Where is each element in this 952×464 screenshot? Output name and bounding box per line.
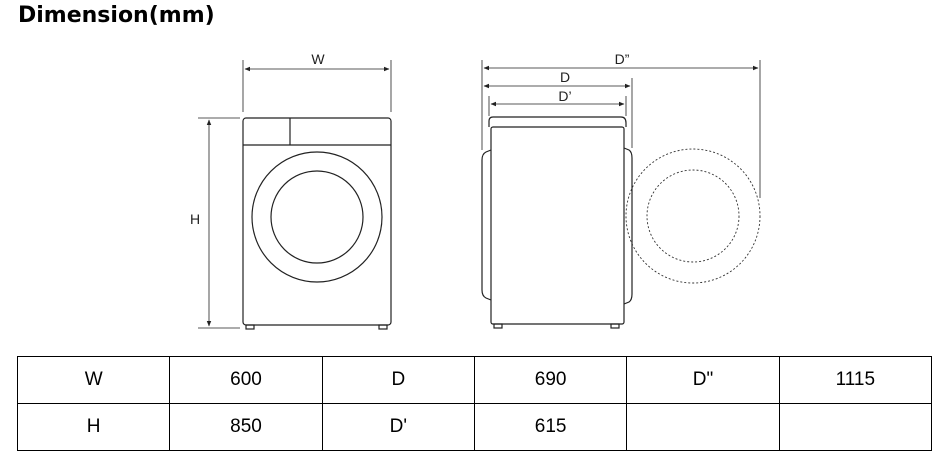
front-body [242, 117, 392, 326]
table-cell: W [16, 356, 171, 404]
side-foot-left [493, 323, 503, 329]
depth-open-dimension [481, 60, 761, 198]
depth-dimension [483, 78, 633, 148]
table-cell: 600 [169, 356, 323, 404]
table-cell: 1115 [778, 356, 933, 404]
table-cell [626, 403, 780, 451]
page-title: Dimension(mm) [18, 3, 215, 28]
dimension-table: W 600 D 690 D" 1115 H 850 D' 615 [16, 356, 933, 451]
open-door-outline [625, 148, 761, 284]
door-bulge [623, 147, 633, 305]
side-top [488, 116, 627, 127]
table-cell: D [321, 356, 475, 404]
side-view [481, 116, 633, 329]
table-cell: 690 [473, 356, 628, 404]
side-body [490, 126, 625, 325]
front-view [242, 117, 392, 330]
door-inner [270, 170, 364, 264]
table-row: W 600 D 690 D" 1115 [16, 356, 933, 404]
rear-bump [481, 149, 492, 301]
table-cell: D' [321, 403, 475, 451]
table-cell: 615 [473, 403, 628, 451]
table-cell: H [16, 403, 171, 451]
depth-body-label: D’ [558, 88, 571, 104]
table-row: H 850 D' 615 [16, 403, 933, 451]
front-foot-left [245, 324, 255, 330]
open-door-outer [625, 148, 761, 284]
front-foot-right [378, 324, 388, 330]
height-dimension [198, 117, 240, 329]
dimension-diagram: W H D” D D’ [190, 51, 761, 330]
depth-open-label: D” [615, 51, 630, 67]
table-cell: D" [626, 356, 780, 404]
table-cell [778, 403, 933, 451]
door-outer [251, 151, 383, 283]
width-label: W [311, 51, 325, 67]
height-label: H [190, 211, 200, 227]
depth-label: D [560, 69, 570, 85]
side-foot-right [610, 323, 620, 329]
width-dimension [242, 60, 392, 112]
depth-body-dimension [488, 96, 627, 116]
table-cell: 850 [169, 403, 323, 451]
open-door-inner [646, 169, 740, 263]
